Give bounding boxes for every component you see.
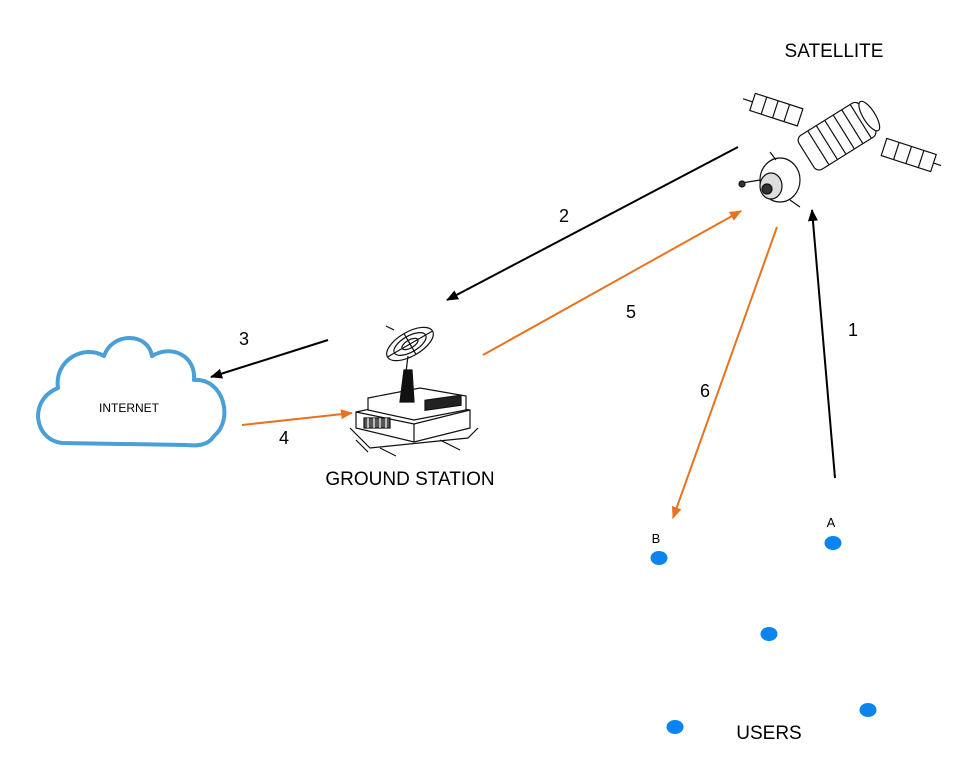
step-4-label: 4 <box>279 428 289 448</box>
step-1-label: 1 <box>848 320 858 340</box>
arrow-4-internet-to-ground <box>241 409 353 426</box>
ground-station-label: GROUND STATION <box>325 469 494 490</box>
step-3-label: 3 <box>239 329 249 349</box>
users-label: USERS <box>736 723 801 744</box>
step-6-label: 6 <box>700 381 710 401</box>
user-node-b <box>650 551 668 565</box>
user-node <box>760 627 778 641</box>
satellite-icon <box>738 92 942 208</box>
user-node <box>859 703 877 717</box>
ground-station-icon <box>349 325 479 457</box>
user-b-label: B <box>652 531 661 546</box>
arrow-3-ground-to-internet <box>210 339 329 379</box>
arrow-5-ground-to-satellite <box>482 210 742 356</box>
user-node-a <box>824 536 842 550</box>
satellite-label: SATELLITE <box>785 41 884 62</box>
step-2-label: 2 <box>559 206 569 226</box>
step-5-label: 5 <box>626 302 636 322</box>
arrow-2-satellite-to-ground <box>446 146 739 301</box>
arrow-6-satellite-to-user-b <box>671 226 778 519</box>
internet-label: INTERNET <box>99 401 160 415</box>
cloud-icon <box>36 336 227 448</box>
user-node <box>666 720 684 734</box>
arrow-1-user-to-satellite <box>807 209 836 479</box>
user-a-label: A <box>827 515 836 530</box>
